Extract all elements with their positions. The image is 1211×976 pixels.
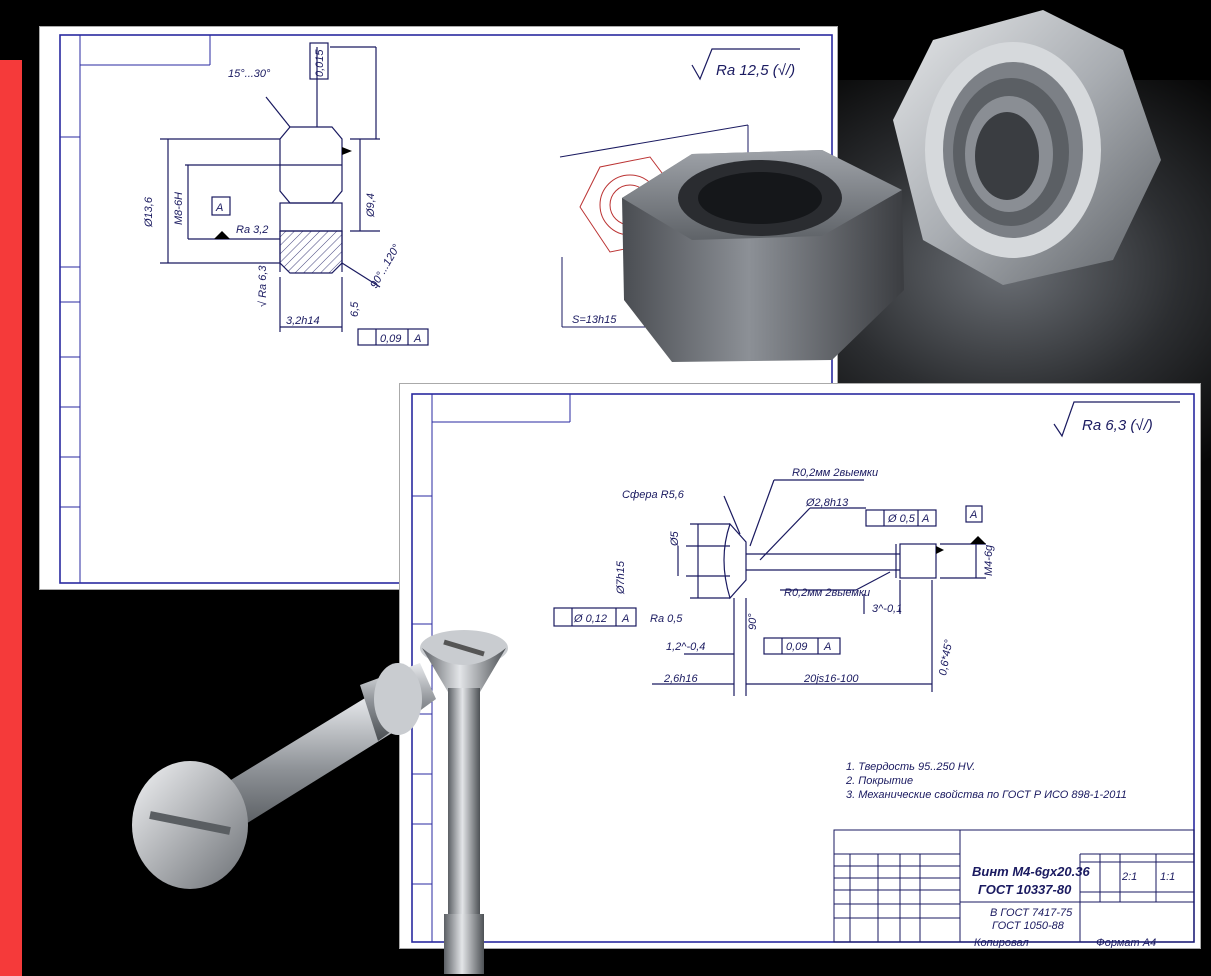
tolerance-top-label: 0,015 <box>314 49 326 77</box>
chamfer-angle-label: 15°...30° <box>228 68 271 80</box>
copied-label: Копировал <box>974 937 1029 948</box>
thread-label: М4-6g <box>983 544 995 576</box>
height-label: 6,5 <box>349 301 361 317</box>
part-name-line1: Винт М4-6gx20.36 <box>972 864 1090 879</box>
slot-width-label: 2,6h16 <box>663 673 699 685</box>
shank-diameter-label: Ø2,8h13 <box>805 497 849 509</box>
outer-diameter-label: Ø13,6 <box>143 196 155 228</box>
note-2: 2. Покрытие <box>845 775 913 787</box>
datum-label: A <box>969 509 977 521</box>
callout-top-label: R0,2мм 2выемки <box>792 467 878 479</box>
slot-depth-label: 1,2^-0,4 <box>666 641 705 653</box>
thread-length-label: 3^-0,1 <box>872 603 902 615</box>
runout-datum-label: A <box>823 641 831 653</box>
material-line2: ГОСТ 1050-88 <box>992 920 1065 932</box>
roughness-label: Ra 12,5 (√/) <box>716 62 795 79</box>
callout-bottom-label: R0,2мм 2выемки <box>784 587 870 599</box>
scale-label: 1:1 <box>1160 871 1175 883</box>
runout-label: 0,09 <box>380 333 401 345</box>
length-label: 20js16-100 <box>803 673 859 685</box>
sphere-label: Сфера R5,6 <box>622 489 685 501</box>
screw-render-standing <box>420 630 508 974</box>
note-3: 3. Механические свойства по ГОСТ Р ИСО 8… <box>846 789 1127 801</box>
position-tol-label: Ø 0,5 <box>887 513 916 525</box>
chamfer-label: 0,6*45° <box>937 638 955 676</box>
material-line1: В ГОСТ 7417-75 <box>990 907 1073 919</box>
screw-drawing-sheet: Ra 6,3 (√/) <box>400 384 1200 948</box>
screw-drawing: Ra 6,3 (√/) <box>411 393 1195 948</box>
flatness-datum-label: A <box>621 613 629 625</box>
across-flats-label: S=13h15 <box>572 314 617 326</box>
roughness-label: Ra 6,3 (√/) <box>1082 417 1153 434</box>
format-label: Формат А4 <box>1096 937 1156 948</box>
thread-label: М8-6Н <box>173 192 185 225</box>
screw-render-lying <box>132 663 436 889</box>
face-roughness-label: Ra 3,2 <box>236 224 268 236</box>
part-name-line2: ГОСТ 10337-80 <box>978 882 1072 897</box>
nut-render-front <box>622 150 904 362</box>
note-1: 1. Твердость 95..250 HV. <box>846 761 975 773</box>
head-roughness-label: Ra 0,5 <box>650 613 683 625</box>
small-roughness-label: √ Ra 6,3 <box>257 265 269 307</box>
runout-datum-label: A <box>413 333 421 345</box>
runout-label: 0,09 <box>786 641 807 653</box>
inner-diameter-label: Ø9,4 <box>365 193 377 218</box>
flatness-label: Ø 0,12 <box>573 613 607 625</box>
countersink-label: 90°...120° <box>368 242 403 291</box>
nut-drawing: Ra 12,5 (√/) <box>59 34 833 584</box>
head-diameter-label: Ø7h15 <box>615 560 627 595</box>
head-height-label: Ø5 <box>669 530 681 547</box>
width-label: 3,2h14 <box>286 315 320 327</box>
position-datum-label: A <box>921 513 929 525</box>
sheet-info: 2:1 <box>1121 871 1137 883</box>
red-accent-bar <box>0 60 22 976</box>
angle-label: 90° <box>747 613 759 630</box>
nut-render-angled <box>893 10 1161 285</box>
datum-label: A <box>215 202 223 214</box>
